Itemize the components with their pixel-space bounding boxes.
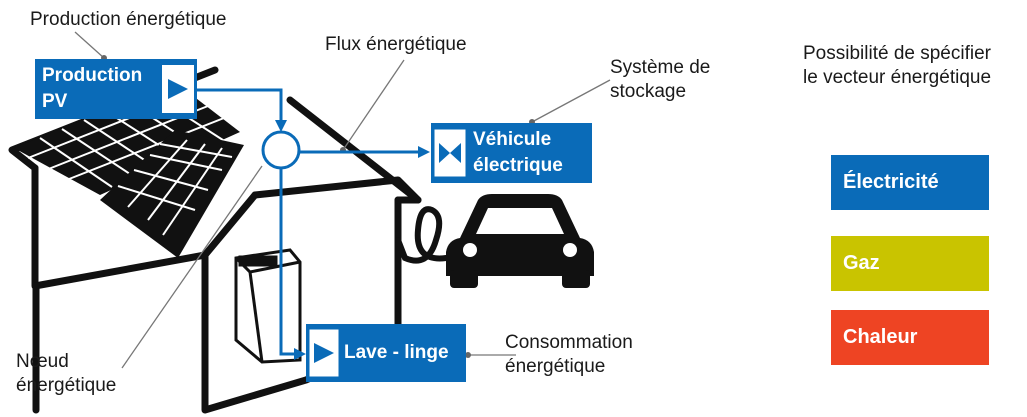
- producer-port-icon: [162, 65, 194, 113]
- node-production-pv-label: Production PV: [42, 65, 143, 112]
- legend-item-chaleur: Chaleur: [831, 310, 989, 365]
- legend-item-gaz: Gaz: [831, 236, 989, 291]
- storage-port-icon: [434, 129, 466, 177]
- legend-title: Possibilité de spécifier le vecteur éner…: [803, 43, 992, 88]
- washing-machine-icon: [234, 248, 302, 364]
- consumer-port-icon: [309, 329, 339, 377]
- energy-node-circle: [261, 130, 301, 170]
- label-consommation-energetique: Consommation énergétique: [505, 332, 633, 377]
- label-systeme-stockage: Système de stockage: [610, 57, 711, 102]
- car-icon: [395, 194, 594, 288]
- solar-panel-right: [100, 130, 244, 258]
- label-flux-energetique: Flux énergétique: [325, 34, 467, 55]
- node-lave-linge-label: Lave - linge: [344, 342, 449, 363]
- arrow-head-to-washer: [294, 348, 306, 360]
- node-vehicule-electrique: Véhicule électrique: [431, 123, 592, 183]
- label-noeud-energetique: Nœud énergétique: [16, 351, 117, 396]
- node-production-pv: Production PV: [35, 59, 197, 119]
- label-production-energetique: Production énergétique: [30, 9, 227, 30]
- leader-dot-consommation: [465, 352, 471, 358]
- energy-flows: [197, 88, 420, 356]
- legend-item-electricite: Électricité: [831, 155, 989, 210]
- node-vehicule-electrique-label: Véhicule électrique: [473, 129, 563, 176]
- arrow-head-to-vehicle: [418, 146, 430, 158]
- leader-lines: [74, 31, 611, 369]
- node-lave-linge: Lave - linge: [306, 324, 466, 382]
- arrow-head-to-node: [275, 120, 287, 132]
